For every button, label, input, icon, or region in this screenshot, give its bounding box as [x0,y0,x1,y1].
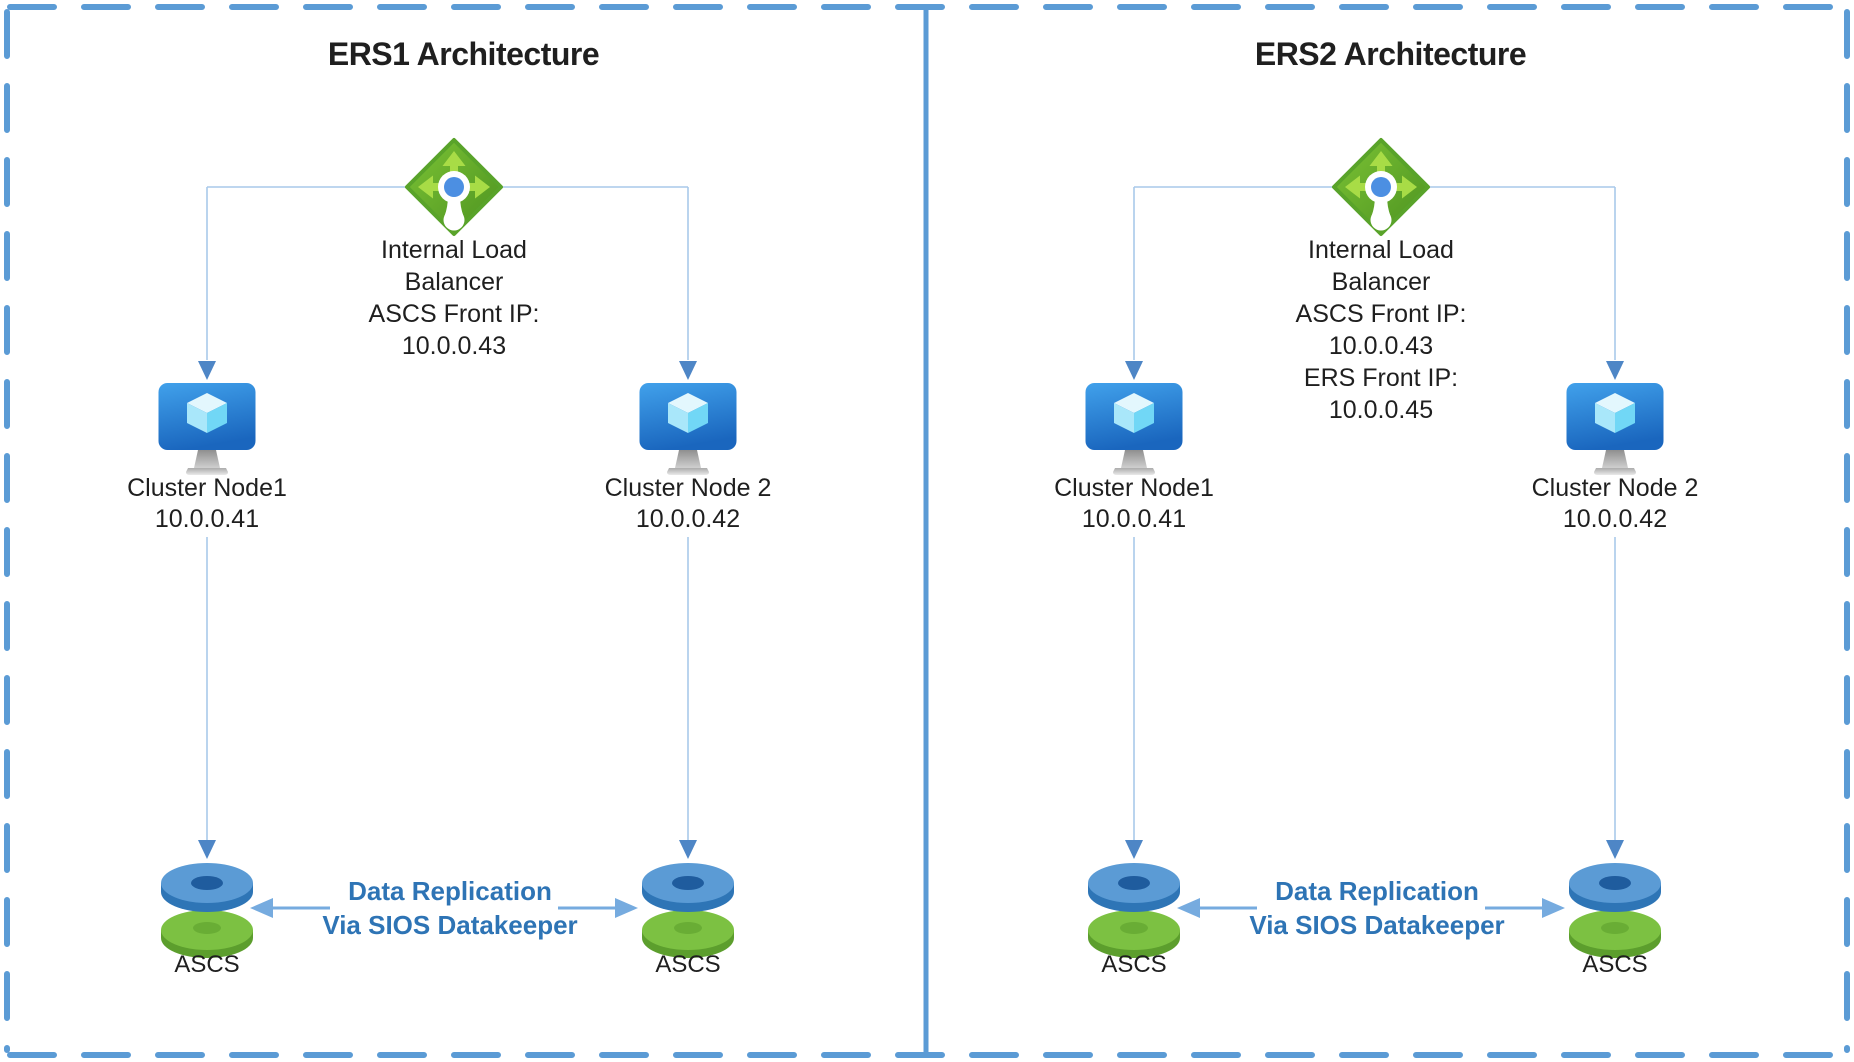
disk-label: ASCS [1101,951,1167,978]
node-ip: 10.0.0.41 [154,505,260,533]
node-name: Cluster Node1 [1054,474,1214,502]
node-name: Cluster Node 2 [1531,474,1699,502]
node-ip: 10.0.0.42 [1562,505,1668,533]
cluster-node-1-label: Cluster Node1 10.0.0.41 [37,473,377,535]
node-name: Cluster Node1 [127,474,287,502]
node-ip: 10.0.0.42 [635,505,741,533]
node-ip: 10.0.0.41 [1081,505,1187,533]
ers2-panel: ERS2 Architecture Internal Load Balancer… [927,0,1854,1062]
panel-title: ERS1 Architecture [327,36,600,72]
disk-label: ASCS [174,951,240,978]
cluster-node-1-label: Cluster Node1 10.0.0.41 [964,473,1304,535]
replication-label: Data Replication Via SIOS Datakeeper [322,876,578,940]
cluster-node-2-label: Cluster Node 2 10.0.0.42 [1445,473,1785,535]
node-name: Cluster Node 2 [604,474,772,502]
ers1-panel: ERS1 Architecture Internal Load Balancer… [37,36,858,978]
replication-label: Data Replication Via SIOS Datakeeper [1249,876,1505,940]
load-balancer-label: Internal Load Balancer ASCS Front IP: 10… [368,236,540,360]
cluster-node-2-label: Cluster Node 2 10.0.0.42 [518,473,858,535]
disk-label: ASCS [655,951,721,978]
load-balancer-label: Internal Load Balancer ASCS Front IP: 10… [1295,236,1467,424]
disk-label: ASCS [1582,951,1648,978]
panel-title: ERS2 Architecture [1254,36,1527,72]
